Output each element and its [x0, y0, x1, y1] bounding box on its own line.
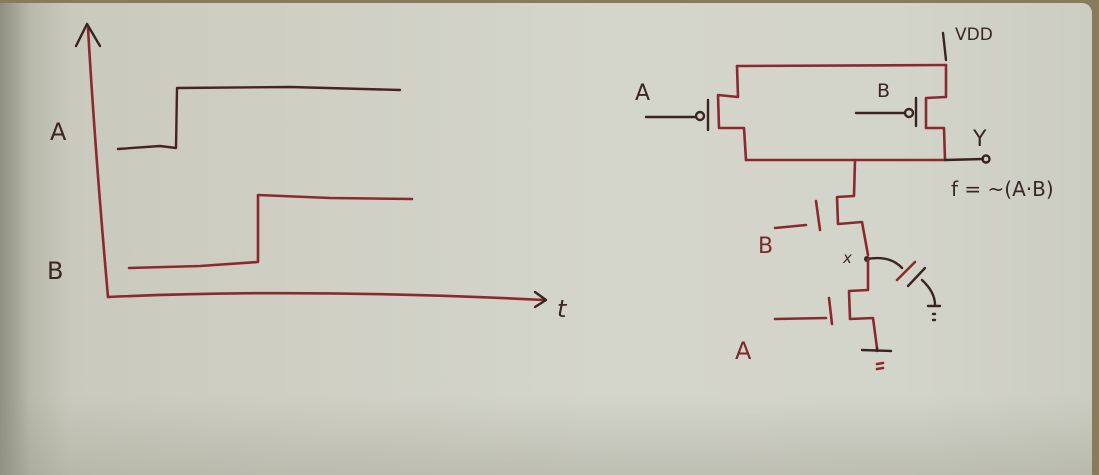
x-axis — [106, 291, 547, 302]
pmos-a-gate-label: A — [635, 81, 650, 106]
signal-label-b: B — [47, 257, 63, 285]
nmos-b-gate-label: B — [758, 234, 773, 259]
nmos-b — [773, 158, 870, 257]
parasitic-cap-plate-1 — [895, 260, 917, 282]
node-x-label: x — [842, 249, 852, 267]
waveform-a — [116, 85, 402, 151]
output-wire — [943, 157, 985, 162]
y-axis-arrow-icon — [74, 22, 102, 48]
cap-ground-dots — [931, 312, 937, 322]
ground-symbol — [875, 361, 885, 371]
parasitic-cap-wire — [865, 256, 904, 270]
pmos-b — [854, 63, 948, 162]
x-axis-arrow-icon — [533, 290, 548, 309]
timing-diagram: A B t — [47, 22, 568, 323]
cap-ground-wire — [920, 278, 937, 307]
nmos-b-gate-wire — [773, 223, 808, 230]
nmos-a — [773, 257, 879, 350]
vdd-rail — [735, 63, 948, 68]
signal-label-a: A — [50, 118, 67, 146]
y-axis — [86, 26, 110, 299]
paper-sheet — [0, 3, 1092, 475]
nmos-a-gate-label: A — [735, 337, 752, 365]
vdd-label: VDD — [955, 25, 993, 45]
nmos-a-gate-wire — [773, 316, 828, 321]
output-terminal — [981, 154, 991, 164]
time-axis-label: t — [557, 295, 568, 323]
vdd-stub — [941, 31, 948, 62]
output-label: Y — [972, 127, 987, 152]
parasitic-cap-plate-2 — [906, 266, 927, 288]
pmos-b-gate-label: B — [877, 80, 890, 102]
nand-schematic: VDD A B Y f = ~(A·B) B x A — [635, 25, 1054, 371]
pmos-a — [644, 64, 748, 162]
ground-icon — [860, 348, 893, 353]
waveform-b — [127, 193, 414, 270]
output-expression: f = ~(A·B) — [951, 177, 1054, 201]
